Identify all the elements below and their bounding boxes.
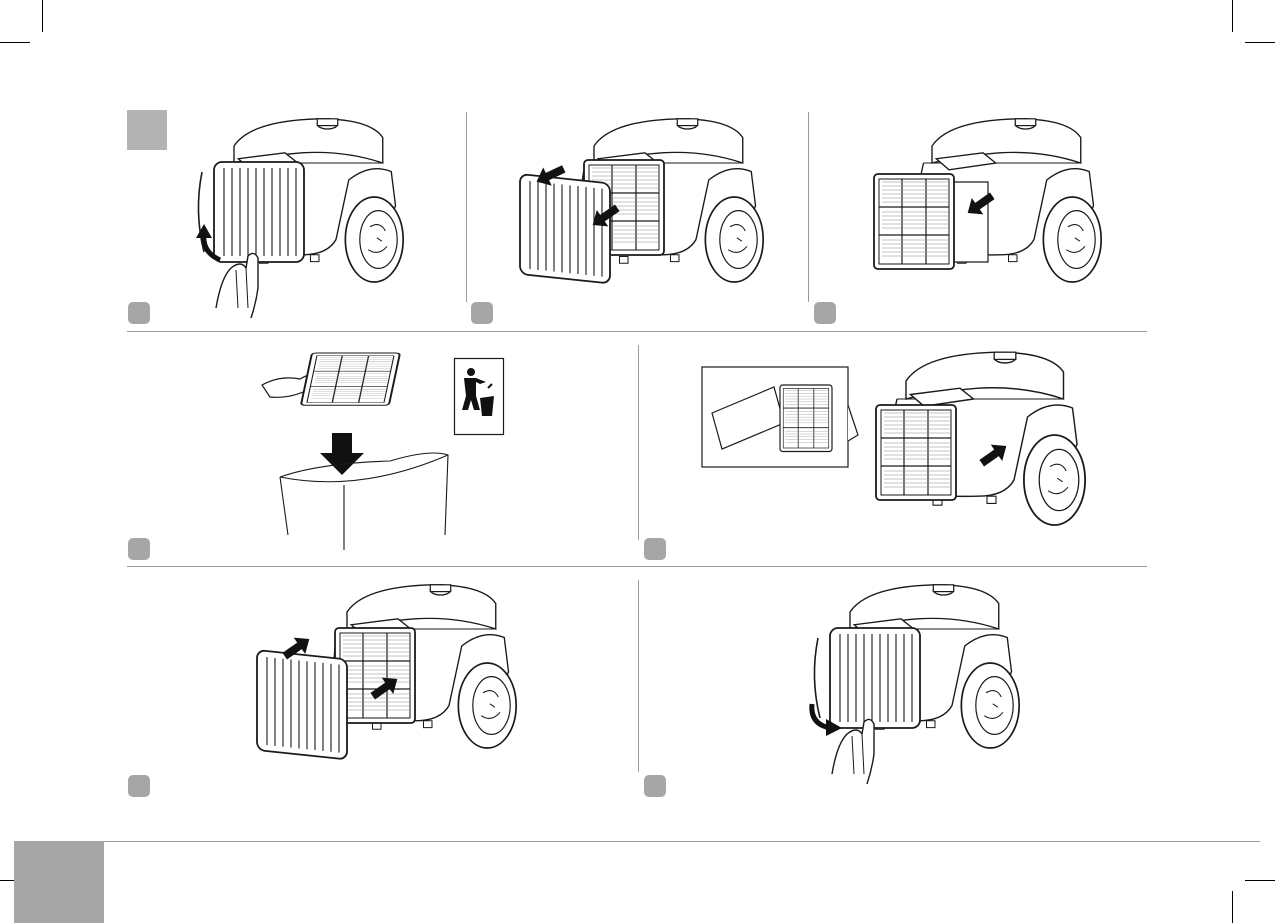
step-2-illustration (520, 112, 760, 322)
down-arrow-icon (320, 433, 364, 475)
divider-horizontal (127, 566, 1147, 567)
section-tab (127, 110, 167, 150)
divider-vertical (466, 112, 467, 302)
crop-mark (1245, 880, 1275, 881)
step-badge-1 (128, 302, 150, 324)
crop-mark (42, 0, 43, 32)
divider-horizontal (127, 331, 1147, 332)
step-badge-2 (471, 302, 493, 324)
crop-mark (0, 42, 30, 43)
hand-icon (216, 253, 258, 318)
waste-bin-icon (280, 453, 448, 550)
crop-mark (1232, 891, 1233, 923)
straight-arrow-icon (976, 438, 1012, 472)
step-badge-7 (644, 775, 666, 797)
step-badge-5 (644, 538, 666, 560)
step-1-illustration (200, 112, 400, 322)
step-badge-6 (128, 775, 150, 797)
crop-mark (1245, 42, 1275, 43)
filter-detail-icon (702, 367, 858, 467)
divider-vertical (638, 345, 639, 540)
divider-vertical (638, 580, 639, 772)
step-7-illustration (812, 578, 1032, 788)
divider-horizontal (104, 841, 1260, 842)
crop-mark (1232, 0, 1233, 32)
step-badge-3 (814, 302, 836, 324)
step-badge-4 (128, 538, 150, 560)
step-3-illustration (868, 112, 1108, 322)
divider-vertical (808, 112, 809, 302)
page-number-tab (14, 841, 104, 923)
step-6-illustration (255, 578, 515, 788)
recycle-symbol-icon (454, 358, 504, 436)
step-5-illustration (700, 345, 1120, 555)
